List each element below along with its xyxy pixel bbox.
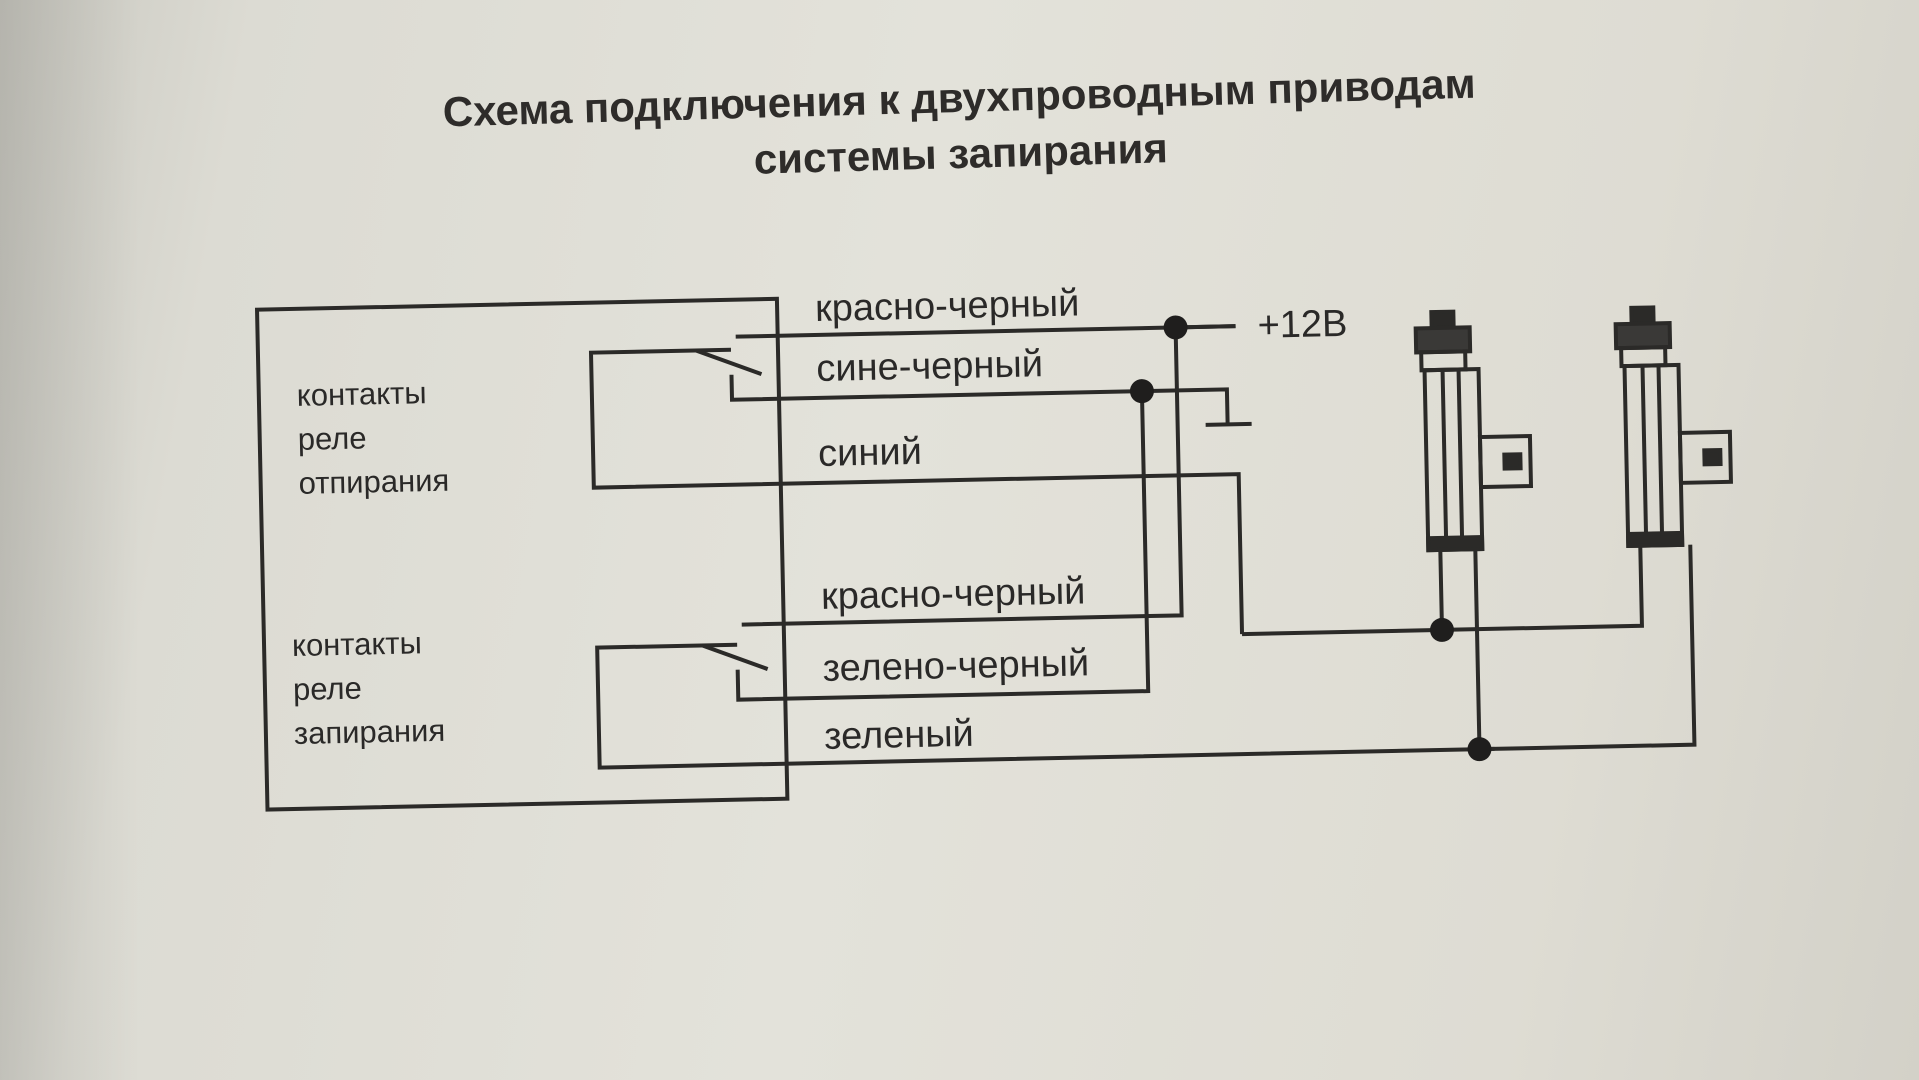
label-blue-black: сине-черный xyxy=(816,343,1043,390)
unlock-switch-blade xyxy=(695,348,763,377)
label-red-black-top: красно-черный xyxy=(815,282,1080,330)
actuator-2-lead-b xyxy=(1479,544,1697,752)
label-blue: синий xyxy=(818,431,923,475)
wire-blue-black xyxy=(729,374,1142,402)
junction-ground xyxy=(1129,379,1154,404)
lock-relay-label-3: запирания xyxy=(294,713,446,751)
wire-blue xyxy=(588,347,1245,635)
wire-green-black xyxy=(735,391,1151,702)
label-red-black-bottom: красно-черный xyxy=(821,570,1086,618)
lock-switch-blade xyxy=(701,643,769,671)
lock-relay-contacts xyxy=(595,327,1495,770)
actuator-1-lead-a xyxy=(1241,549,1445,637)
wire-red-black-bottom xyxy=(741,327,1184,627)
unlock-relay-contacts xyxy=(588,324,1245,635)
unlock-relay-label-2: реле xyxy=(297,420,366,456)
ground-icon xyxy=(1205,421,1252,427)
control-unit-box xyxy=(254,296,790,812)
label-green: зеленый xyxy=(824,713,975,758)
junction-actuator-a xyxy=(1429,617,1454,642)
door-lock-actuator-1-icon xyxy=(1413,309,1534,553)
unlock-relay-label-3: отпирания xyxy=(298,463,449,501)
unlock-relay-label-1: контакты xyxy=(296,375,426,413)
junction-actuator-b xyxy=(1467,737,1492,762)
wire-green xyxy=(595,642,1495,770)
ground-lead xyxy=(1141,387,1230,425)
actuator-1-lead-b xyxy=(1473,549,1482,750)
label-green-black: зелено-черный xyxy=(822,642,1089,690)
page-edge-shadow xyxy=(0,0,140,1080)
actuator-2-lead-a xyxy=(1441,545,1644,632)
lock-relay-label-2: реле xyxy=(293,671,362,707)
power-label: +12В xyxy=(1257,303,1348,347)
wire-red-black-top xyxy=(735,324,1236,339)
lock-relay-label-1: контакты xyxy=(292,625,422,663)
junction-power xyxy=(1163,315,1188,340)
door-lock-actuator-2-icon xyxy=(1613,305,1733,549)
